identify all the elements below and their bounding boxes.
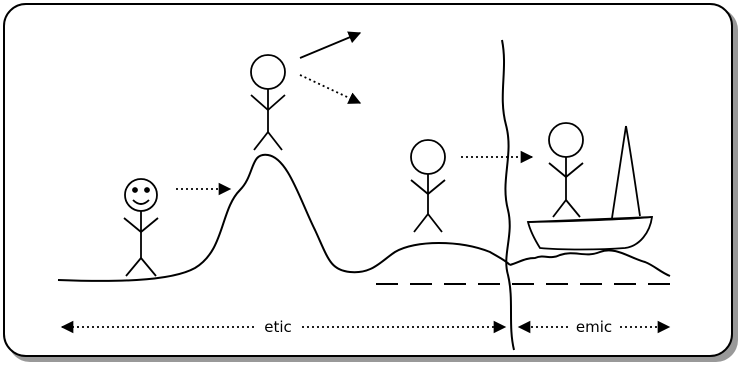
- smiley-figure: [123, 178, 159, 277]
- boundary-line: [501, 39, 515, 351]
- shore-line: [509, 249, 671, 277]
- boat-sail: [625, 125, 641, 217]
- sailboat: [526, 125, 654, 251]
- etic-label: etic: [264, 318, 292, 336]
- arrow-up-right-solid: [299, 31, 362, 59]
- frame: [3, 3, 733, 357]
- boat-figure: [548, 122, 584, 218]
- hilltop-figure: [250, 54, 286, 151]
- landscape-line: [57, 153, 511, 282]
- boat-gunwale: [527, 216, 653, 223]
- emic-label: emic: [576, 318, 612, 336]
- mound-figure: [410, 139, 446, 233]
- arrow-down-right-dotted: [299, 74, 362, 104]
- boat-mast: [611, 125, 627, 219]
